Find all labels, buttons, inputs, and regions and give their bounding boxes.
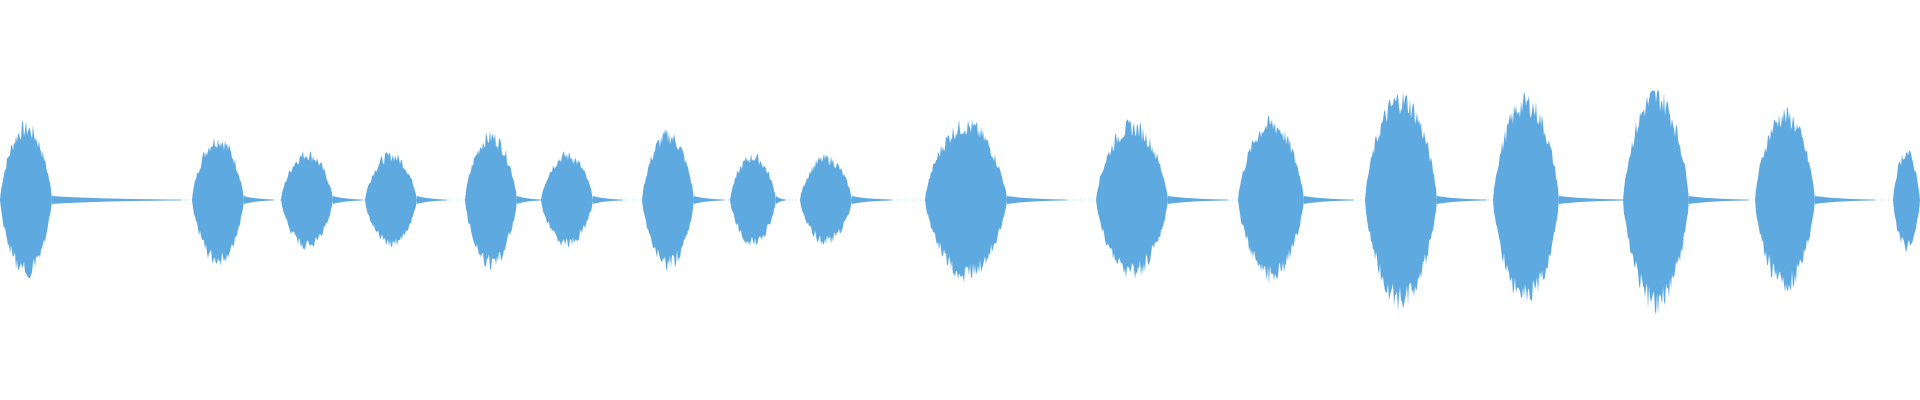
waveform-segment-15 [1623, 89, 1689, 315]
waveform-segment-11 [1096, 119, 1168, 280]
waveform-segment-2 [192, 137, 244, 267]
waveform-segment-7-tail [694, 196, 724, 204]
waveform-segment-13 [1365, 91, 1437, 312]
waveform-segment-4 [365, 151, 417, 248]
waveform-segment-16 [1755, 106, 1815, 293]
waveform-segment-3 [281, 150, 333, 251]
waveform-segment-1 [0, 120, 52, 278]
waveform-segment-4-tail [417, 196, 447, 204]
waveform-segment-5-tail [517, 196, 542, 204]
waveform-segment-14-tail [1559, 196, 1629, 204]
waveform-segment-15-tail [1689, 196, 1749, 204]
waveform-segment-5 [465, 130, 517, 270]
waveform-segment-16-tail [1815, 196, 1875, 204]
waveform-segment-10-tail [1007, 196, 1067, 204]
waveform-segment-6-tail [593, 196, 623, 204]
waveform-segment-12 [1238, 115, 1304, 285]
waveform-segment-12-tail [1304, 196, 1354, 204]
waveform-segment-6 [541, 151, 593, 248]
waveform-segment-14 [1493, 91, 1559, 302]
waveform-segment-13-tail [1437, 196, 1487, 204]
waveform-segment-9 [800, 153, 852, 245]
waveform-segment-1-tail [52, 196, 182, 204]
waveform-segment-2-tail [244, 196, 274, 204]
waveform-segment-10 [925, 119, 1007, 283]
waveform-segment-8-tail [776, 196, 786, 204]
waveform-segment-7 [642, 129, 694, 272]
waveform-segment-17 [1893, 150, 1920, 253]
waveform-segments [0, 89, 1920, 315]
waveform-segment-8 [730, 153, 776, 246]
waveform-segment-11-tail [1168, 196, 1228, 204]
waveform-segment-3-tail [333, 196, 363, 204]
waveform-segment-9-tail [852, 196, 892, 204]
